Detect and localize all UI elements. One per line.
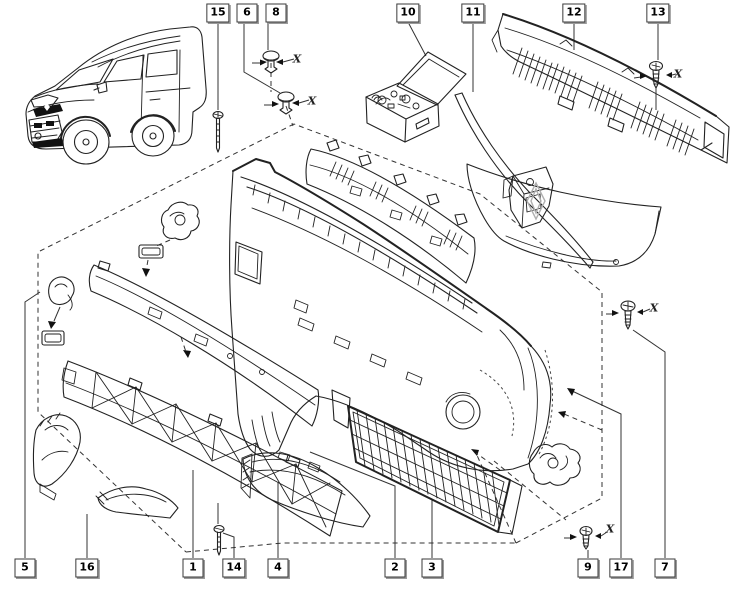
callout-16[interactable]: 16: [75, 558, 99, 578]
grille-bracket: [503, 167, 553, 228]
callout-5[interactable]: 5: [14, 558, 36, 578]
quantity-x-mark: X: [307, 94, 317, 108]
tow-cover-5a: [42, 331, 64, 345]
clip-8-icon: [263, 51, 279, 73]
quantity-x-mark: X: [673, 67, 683, 81]
deflector-16b: [96, 487, 178, 518]
quantity-x-mark: X: [292, 52, 302, 66]
callout-1[interactable]: 1: [182, 558, 204, 578]
screw-15-icon: [213, 112, 223, 153]
van-grille-diamond: [44, 103, 50, 111]
grille-mesh: [350, 410, 507, 526]
fog-bracket-17: [529, 444, 580, 485]
vehicle-thumbnail: [26, 27, 206, 164]
quantity-x-mark: X: [649, 301, 659, 315]
upper-grille-support-12: [492, 14, 729, 163]
callout-10[interactable]: 10: [396, 3, 420, 23]
dashed-group-boundary: [38, 63, 602, 552]
lattice-braces: [92, 372, 330, 527]
callout-12[interactable]: 12: [562, 3, 586, 23]
bracket-5a: [49, 277, 74, 310]
panel-hatch-slots: [513, 48, 694, 155]
molding-strip-11: [455, 93, 593, 268]
screw-7-icon: [621, 301, 635, 329]
energy-absorber: [306, 140, 475, 283]
leader-lines: [25, 22, 665, 558]
license-plate-recess: [235, 242, 262, 284]
tow-cover-5b: [139, 245, 163, 258]
callout-17[interactable]: 17: [609, 558, 633, 578]
callout-11[interactable]: 11: [461, 3, 485, 23]
quantity-arrows: [252, 59, 676, 540]
callout-4[interactable]: 4: [267, 558, 289, 578]
skid-plate-4: [241, 452, 370, 527]
bumper-beam: [89, 261, 318, 426]
hardware-kit-box-10: [366, 52, 466, 142]
absorber-hatch: [330, 162, 462, 250]
screw-14-icon: [214, 526, 224, 556]
bumper-cover: [230, 159, 551, 471]
renault-diamond-logo: [527, 183, 545, 219]
centre-grille-3: [332, 390, 522, 534]
screw-9-icon: [580, 527, 592, 550]
callout-15[interactable]: 15: [206, 3, 230, 23]
callout-3[interactable]: 3: [421, 558, 443, 578]
fog-lamp-recess: [446, 392, 480, 429]
indicator-arrows: [48, 268, 575, 470]
deflector-16a: [33, 413, 80, 500]
clip-6-icon: [278, 92, 294, 114]
callout-6[interactable]: 6: [236, 3, 258, 23]
callout-14[interactable]: 14: [222, 558, 246, 578]
callout-13[interactable]: 13: [646, 3, 670, 23]
bracket-5b: [161, 202, 199, 239]
front-panel-lattice-1: [62, 361, 342, 536]
grille-applique-panel: [467, 164, 661, 268]
callout-2[interactable]: 2: [384, 558, 406, 578]
callout-9[interactable]: 9: [577, 558, 599, 578]
callout-8[interactable]: 8: [265, 3, 287, 23]
quantity-x-mark: X: [605, 522, 615, 536]
fascia-rib-ticks: [253, 185, 465, 309]
callout-7[interactable]: 7: [654, 558, 676, 578]
